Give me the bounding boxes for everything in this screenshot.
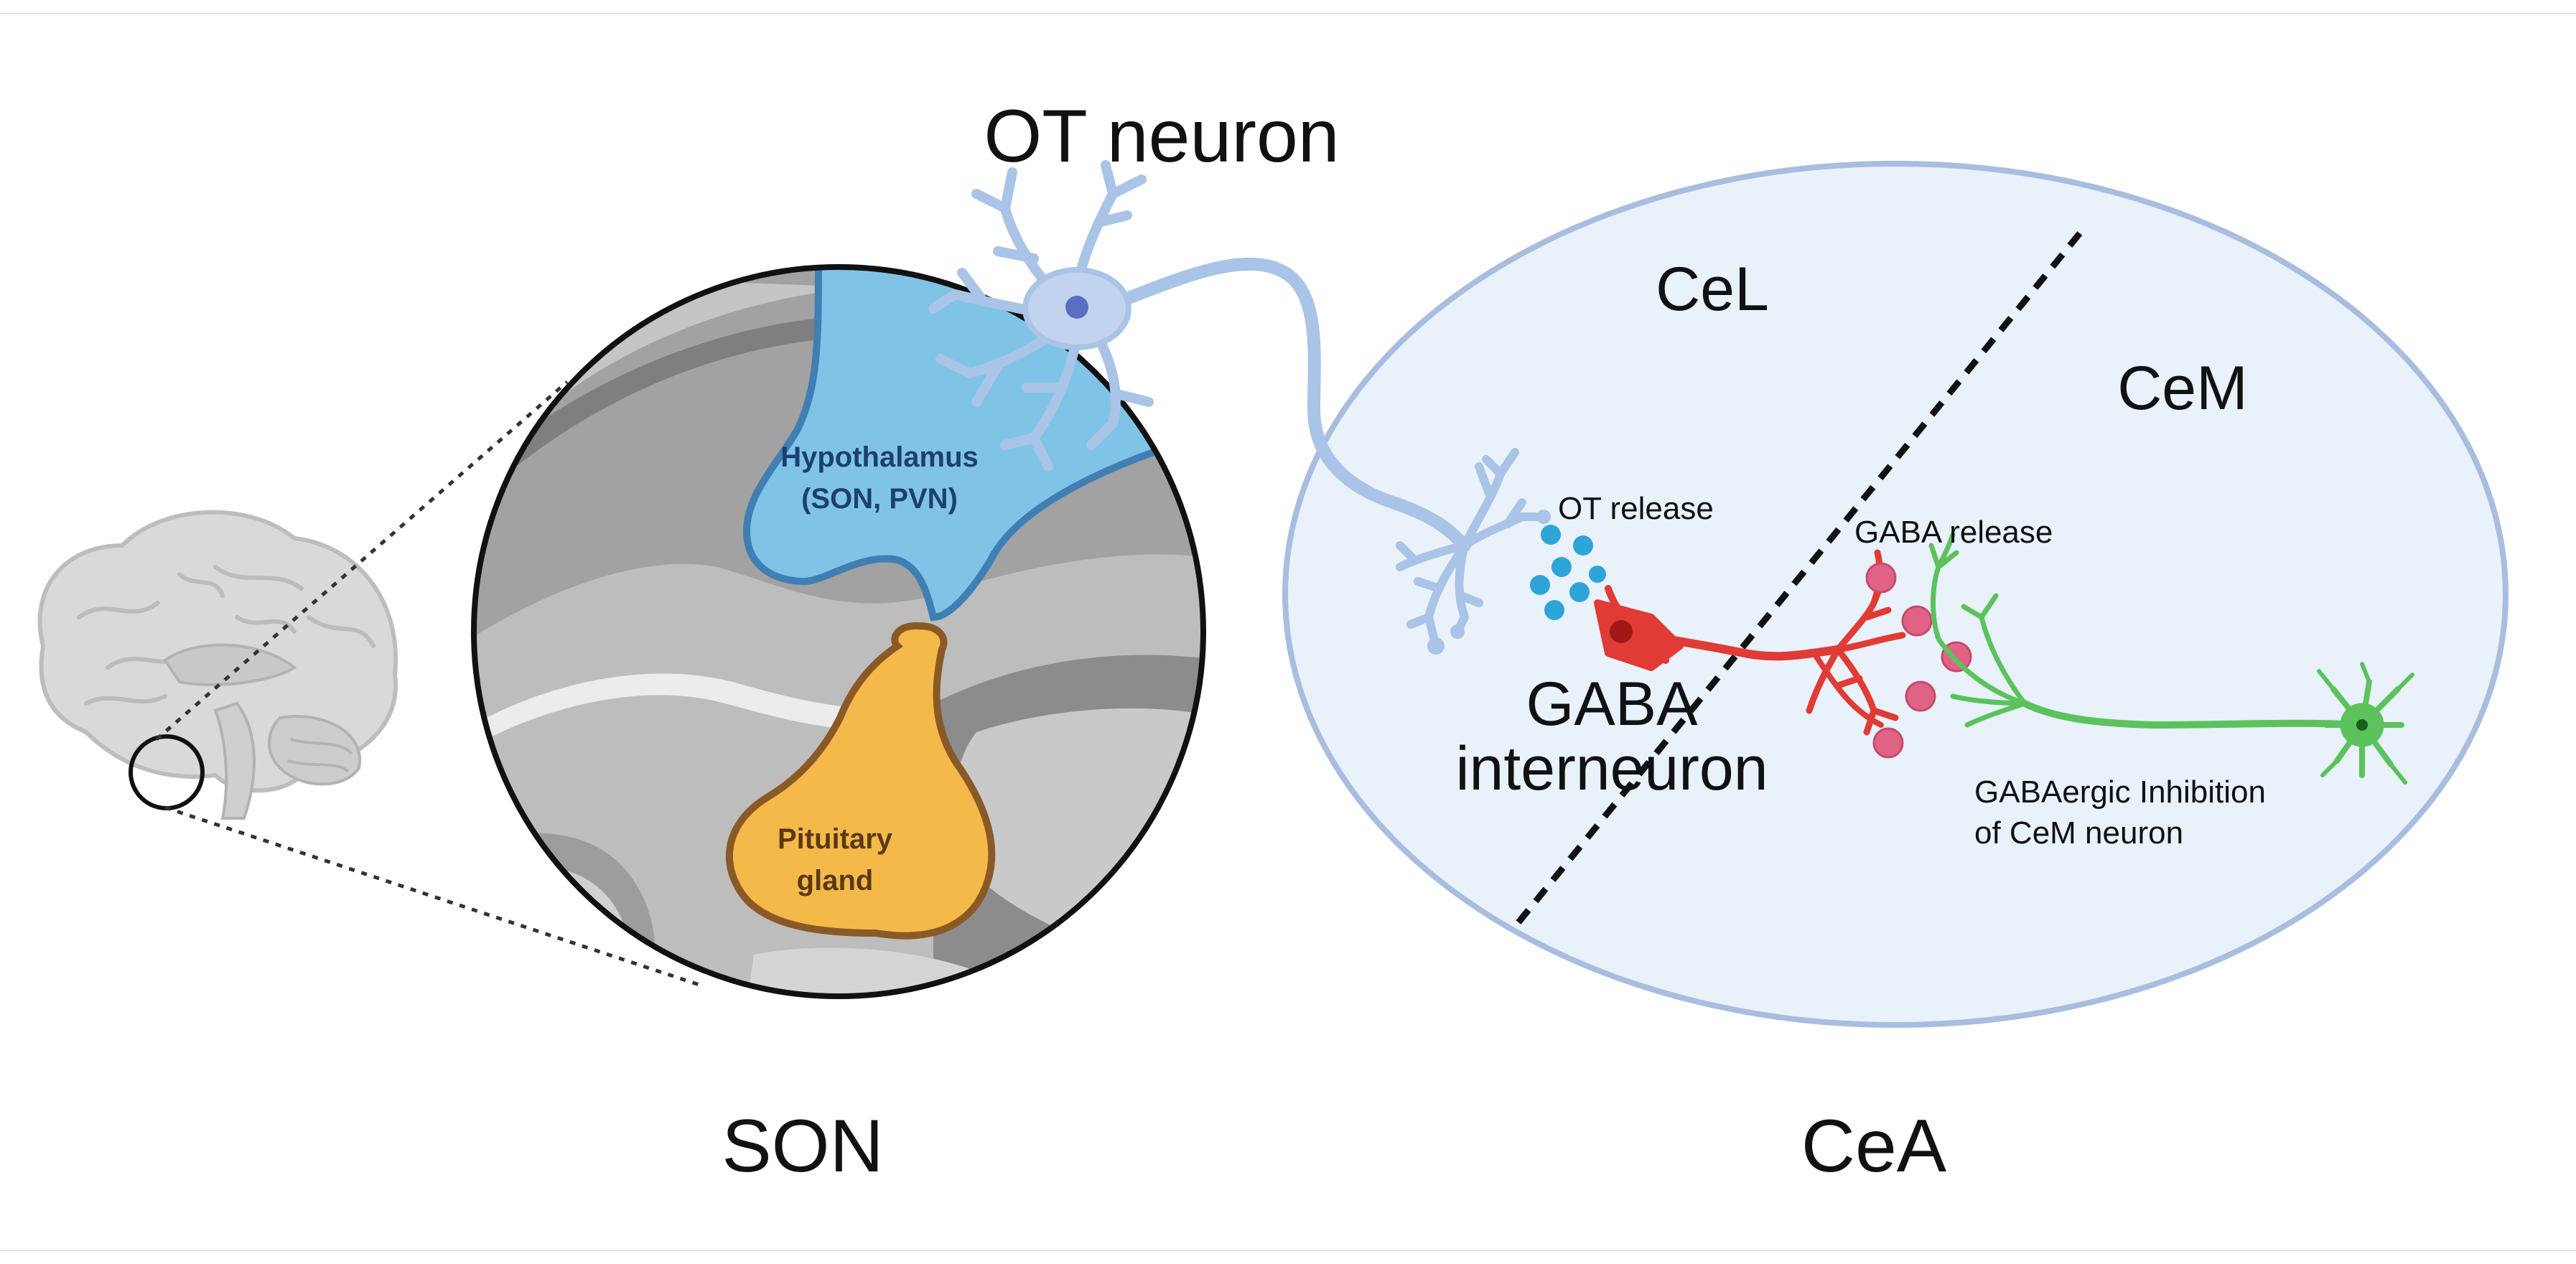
son-label: SON: [722, 1105, 883, 1188]
cea-label: CeA: [1801, 1105, 1947, 1188]
cel-cem-divider: [1516, 224, 2089, 924]
inhibition-label-line2: of CeM neuron: [1974, 815, 2183, 851]
ot-release-vesicles: [1530, 525, 1606, 620]
ot-neuron-label: OT neuron: [984, 95, 1339, 178]
ot-neuron-icon: [928, 160, 1551, 655]
zoom-guide-line-top: [155, 380, 569, 741]
hypothalamus-label-line1: Hypothalamus: [780, 441, 979, 473]
pituitary-label-line1: Pituitary: [778, 823, 893, 855]
bottom-border: [0, 1250, 2576, 1251]
hypothalamus-label-line2: (SON, PVN): [801, 483, 958, 515]
gaba-interneuron-label-line2: interneuron: [1455, 734, 1768, 803]
cem-label: CeM: [2117, 354, 2248, 423]
ot-release-label: OT release: [1558, 491, 1714, 526]
top-border: [0, 13, 2576, 14]
cea-ellipse: [1282, 161, 2509, 1028]
cel-label: CeL: [1656, 255, 1769, 324]
gaba-release-vesicles: [1865, 562, 1972, 759]
gaba-interneuron-label-line1: GABA: [1526, 670, 1699, 739]
pituitary-label-line2: gland: [797, 865, 874, 896]
brain-icon: [37, 510, 398, 820]
pituitary-gland-region: [726, 622, 996, 940]
zoom-guide-line-bottom: [164, 805, 704, 988]
cem-neuron-icon: [1928, 532, 2414, 785]
gaba-release-label: GABA release: [1854, 515, 2053, 550]
inhibition-label-line1: GABAergic Inhibition: [1974, 774, 2266, 810]
